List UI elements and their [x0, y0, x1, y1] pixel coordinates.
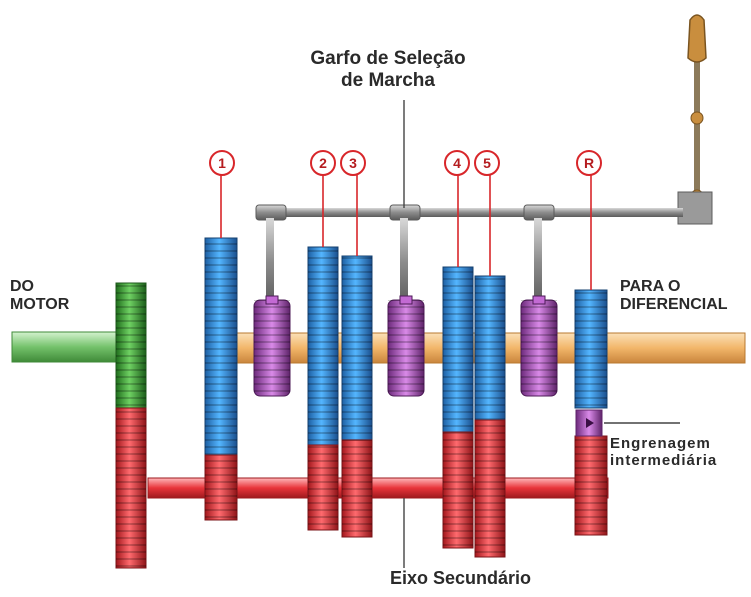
idler-gear-label-line2: intermediária: [610, 452, 717, 469]
selector-fork-label-line2: de Marcha: [288, 70, 488, 92]
synchro-collar: [521, 296, 557, 396]
gear-stack-3: [342, 256, 372, 537]
fork-stem: [400, 218, 408, 306]
synchro-collar: [388, 296, 424, 396]
gear-marker-r: R: [576, 150, 602, 176]
gear-stack-5: [475, 276, 505, 557]
lever-pivot: [691, 112, 703, 124]
from-motor-label-line2: MOTOR: [10, 296, 69, 314]
synchro-collar: [254, 296, 290, 396]
idler-gear-label: Engrenagem intermediária: [610, 435, 717, 470]
fork-groove: [266, 296, 278, 304]
fork-stem: [266, 218, 274, 306]
input-shaft: [12, 332, 124, 362]
fork-groove: [533, 296, 545, 304]
gear-marker-1: 1: [209, 150, 235, 176]
selector-fork-label-line1: Garfo de Seleção: [288, 48, 488, 70]
input-gear: [116, 283, 146, 568]
idler-gear-label-line1: Engrenagem: [610, 435, 717, 452]
from-motor-label: DO MOTOR: [10, 278, 69, 315]
lever-housing: [678, 192, 712, 224]
gear-stack-4: [443, 267, 473, 548]
gear-marker-2: 2: [310, 150, 336, 176]
gear-stack-2: [308, 247, 338, 530]
secondary-shaft-label: Eixo Secundário: [390, 568, 531, 589]
to-differential-label-line2: DIFERENCIAL: [620, 296, 728, 314]
from-motor-label-line1: DO: [10, 278, 69, 296]
lever-knob: [688, 15, 706, 62]
selector-rod: [258, 208, 683, 217]
rod-clamp: [524, 205, 554, 220]
fork-stem: [534, 218, 542, 306]
fork-groove: [400, 296, 412, 304]
to-differential-label-line1: PARA O: [620, 278, 728, 296]
shift-lever: [678, 15, 712, 224]
rod-clamp: [390, 205, 420, 220]
to-differential-label: PARA O DIFERENCIAL: [620, 278, 728, 315]
gear-stack-1: [205, 238, 237, 520]
gear-marker-3: 3: [340, 150, 366, 176]
selector-fork-label: Garfo de Seleção de Marcha: [288, 48, 488, 92]
gear-marker-5: 5: [474, 150, 500, 176]
gear-marker-4: 4: [444, 150, 470, 176]
rod-clamp: [256, 205, 286, 220]
